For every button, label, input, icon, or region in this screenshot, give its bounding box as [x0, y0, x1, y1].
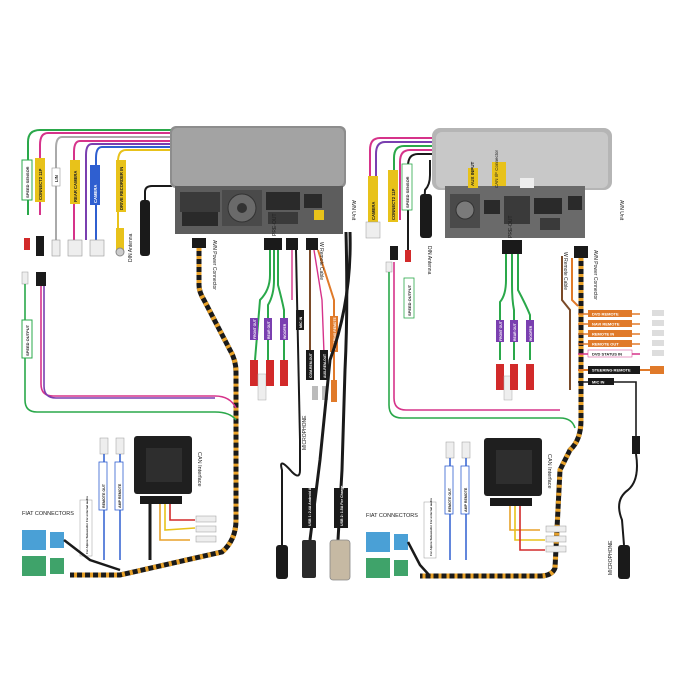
right-unit-label: AVN Unit [618, 200, 624, 221]
left-remote-tags: REMOTE OUT AMP REMOTE For Alpine Subwoof… [79, 437, 125, 560]
tag-speed-sensor: SPEED SENSOR [25, 166, 30, 198]
right-fiat-connectors [366, 532, 431, 578]
right-preout-group: FRONT OUT REAR OUT WOOFER [496, 240, 534, 401]
right-fiat-label: FIAT CONNECTORS [366, 513, 418, 519]
right-microphone [618, 436, 640, 579]
tag-lin: LIN [54, 175, 59, 182]
left-usb-cables: USB 1: 2.4A Android Auto USB 2: 1.5A For… [302, 231, 352, 581]
right-diagram: CAMERA CONNECT2 11P SPEED SENSOR DIN Ant… [365, 128, 664, 579]
left-preout-label: PRE-OUT [272, 214, 278, 237]
right-preout-label: PRE-OUT [508, 216, 514, 239]
left-preout-group: FRONT OUT REAR OUT WOOFER COM-REM-OUT AU… [250, 238, 338, 441]
left-tag-steering-remote: STEERING REMOTE [333, 316, 337, 350]
right-can-interface-label: CAN Interface [546, 454, 552, 489]
left-tag-mic-in: MIC IN [299, 316, 303, 328]
left-diagram: SPEED SENSOR CONNECT2 11P LIN REAR CAMER… [21, 126, 356, 581]
right-tag-amp-remote: AMP REMOTE [464, 487, 468, 512]
left-vertical-tags: SPEED SENSOR CONNECT2 11P LIN REAR CAMER… [21, 158, 126, 212]
right-can-if-tag: CAN I/F Connector [494, 149, 499, 188]
tag-connect2: CONNECT2 11P [38, 168, 43, 200]
left-tag-speed-output: SPEED OUTPUT [25, 324, 30, 356]
left-can-interface [134, 436, 217, 560]
right-wire-dvd-remote: DVD REMOTE [592, 312, 619, 317]
right-tag-speed-output: SPEED OUTPUT [407, 284, 412, 316]
left-microphone-label: MICROPHONE [302, 415, 308, 450]
left-top-wires [27, 129, 300, 240]
left-tag-com-rem-out: COM-REM-OUT [309, 352, 313, 378]
tag-drive-recorder: DRIVE RECORDER IN [119, 167, 124, 210]
right-remote-cable-label: W Remote Cable [562, 252, 568, 290]
left-speed-output-wires [21, 271, 237, 421]
tag-rear-camera: REAR CAMERA [73, 171, 78, 202]
right-wire-remote-in: REMOTE IN [592, 332, 614, 337]
right-tag-woofer: WOOFER [529, 325, 533, 341]
right-tag-remote-out: REMOTE OUT [448, 487, 452, 512]
left-usb1-label: USB 1: 2.4A Android Auto [308, 481, 312, 526]
right-remote-wires: DVD REMOTE NAVI REMOTE REMOTE IN REMOTE … [561, 256, 664, 440]
left-tag-front-out: FRONT OUT [253, 318, 257, 339]
left-din-antenna-label: DIN Antenna [128, 233, 134, 262]
left-unit-label: AVN Unit [350, 200, 356, 221]
left-tag-subwoofer: For Alpine Subwoofer For external audio [85, 496, 89, 554]
right-aux-input-tag: AUX INPUT [470, 161, 475, 186]
left-microphone [276, 440, 301, 579]
right-din-antenna-label: DIN Antenna [426, 246, 432, 275]
left-top-connectors [24, 185, 172, 257]
right-power-connector-label: AVN Power Connector [592, 250, 598, 300]
left-tag-woofer: WOOFER [283, 323, 287, 339]
left-tag-amp-remote: AMP REMOTE [118, 483, 122, 508]
left-power-harness [70, 238, 239, 578]
right-power-harness [420, 246, 588, 579]
right-tag-camera: CAMERA [371, 202, 376, 220]
left-can-interface-label: CAN Interface [196, 452, 202, 487]
right-tag-front-out: FRONT OUT [499, 320, 503, 341]
left-tag-remote-out: REMOTE OUT [102, 483, 106, 508]
right-wire-dvd-status: DVD STATUS IN [592, 352, 622, 357]
right-wire-remote-out: REMOTE OUT [592, 342, 619, 347]
right-wire-steering: STEERING REMOTE [592, 368, 631, 373]
right-can-interface [484, 438, 567, 553]
right-tag-connect2: CONNECT2 11P [391, 188, 396, 220]
right-tag-speed-sensor: SPEED SENSOR [405, 176, 410, 208]
right-avn-unit [432, 128, 612, 238]
left-fiat-label: FIAT CONNECTORS [22, 511, 74, 517]
tag-camera: CAMERA [93, 185, 98, 203]
right-wire-navi-remote: NAVI REMOTE [592, 322, 620, 327]
left-power-connector-label: AVN Power Connector [211, 240, 217, 290]
right-vertical-tags: CAMERA CONNECT2 11P SPEED SENSOR [365, 163, 432, 262]
right-wire-mic-in: MIC IN [592, 380, 605, 385]
right-remote-tags: REMOTE OUT AMP REMOTE For Alpine Subwoof… [423, 441, 471, 560]
left-remote-cable-label: W Remote Cable [318, 242, 324, 280]
left-avn-unit [170, 126, 346, 234]
right-tag-subwoofer: For Alpine Subwoofer For external audio [429, 498, 433, 556]
left-tag-rear-out: REAR OUT [267, 320, 271, 339]
left-usb2-label: USB 2: 1.5A For Charge [340, 486, 344, 526]
left-tag-aux-rem-out: AUX-REM-OUT [323, 353, 327, 378]
right-speed-output [385, 261, 576, 429]
right-microphone-label: MICROPHONE [608, 540, 614, 575]
right-tag-rear-out: REAR OUT [513, 322, 517, 341]
left-fiat-connectors [22, 530, 121, 576]
